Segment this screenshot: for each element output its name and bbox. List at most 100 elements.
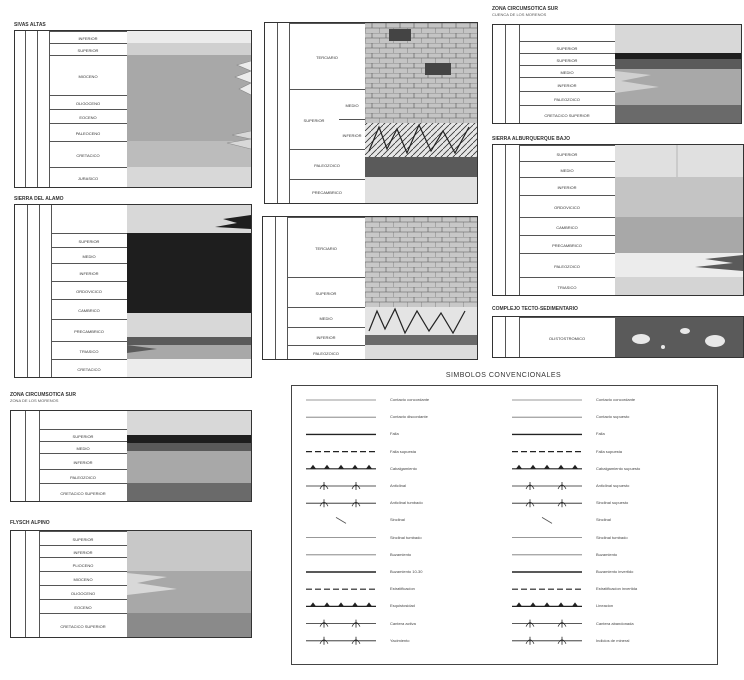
legend-symbol [512, 636, 582, 645]
legend-label: Buzamiento [390, 551, 412, 557]
legend-label: Contacto concordante [596, 397, 636, 402]
unit-label: SUPERIOR [519, 53, 615, 66]
lithology-band [615, 105, 741, 123]
lithology-band [127, 55, 251, 141]
unit-label: EOCENO [49, 109, 127, 124]
unit-label: OLIGOCENO [39, 585, 127, 600]
column-panel-3: ZONA CIRCUMSOTICA SUR ZONA DE LOS MORENO… [10, 392, 252, 502]
panel-title: SIVAS ALTAS [14, 22, 46, 28]
legend-label: Falla [390, 431, 399, 437]
column-panel-1: SIVAS ALTAS INFERIOR SUPERIOR MIOCENO OL… [14, 22, 252, 188]
unit-label: PALEOZOICO [287, 345, 365, 359]
lithology-pattern [365, 217, 477, 359]
unit-label: INFERIOR [51, 263, 127, 282]
lithology-band [127, 167, 251, 187]
system-column [505, 25, 520, 123]
unit-label: PRECAMBRICO [519, 235, 615, 254]
legend-symbol [306, 482, 376, 490]
unit-label: MEDIO [519, 161, 615, 178]
unit-label: SUPERIOR [39, 429, 127, 442]
unit-label: MIOCENO [39, 571, 127, 586]
era-column [493, 317, 506, 357]
legend-label: Buzamiento invertido [596, 569, 634, 574]
legend-label: Contacto concordante [390, 397, 430, 402]
era-column [493, 25, 506, 123]
legend-label: Buzamiento [596, 551, 618, 557]
unit-label: PALEOCENO [49, 123, 127, 142]
panel-title: FLYSCH ALPINO [10, 520, 50, 526]
interfingering-boundary [676, 145, 743, 271]
legend-label: Esquistosidad [390, 603, 415, 609]
lithology-band [127, 435, 251, 443]
stratigraphic-column: OLISTOSTROMICO [492, 316, 744, 358]
system-column [25, 411, 40, 501]
interfingering-boundary [127, 573, 177, 595]
unit-label: MIOCENO [49, 55, 127, 96]
stratigraphic-column: SUPERIOR MEDIO INFERIOR PALEOZOICO CRETA… [10, 410, 252, 502]
lithology-band [127, 613, 251, 637]
unit-label: PLIOCENO [39, 557, 127, 572]
panel-subtitle: CUENCA DE LOS MORENOS [492, 12, 547, 17]
panel-title: ZONA CIRCUMSOTICA SUR [10, 392, 77, 398]
unit-label: MEDIO [519, 65, 615, 78]
lithology-band [127, 31, 251, 43]
unit-label: EOCENO [39, 599, 127, 614]
lithology-band [127, 141, 251, 167]
unit-label: SUPERIOR [49, 43, 127, 56]
legend-symbol [306, 602, 376, 607]
legend-symbols [306, 399, 582, 645]
unit-label: INFERIOR [39, 453, 127, 470]
legend-title: SIMBOLOS CONVENCIONALES [445, 372, 562, 379]
lithology-band [615, 177, 743, 217]
column-panel-9: COMPLEJO TECTO-SEDIMENTARIO OLISTOSTROMI… [492, 306, 744, 358]
legend-symbol [306, 464, 376, 470]
era-column [11, 411, 26, 501]
unit-label: INFERIOR [519, 77, 615, 92]
unit-label: PALEOZOICO [519, 91, 615, 106]
system-column [275, 217, 288, 359]
lithology-band [615, 53, 741, 59]
legend-label: Falla [596, 431, 605, 437]
system-column [25, 31, 38, 187]
system-column [505, 145, 520, 295]
era-column [11, 531, 26, 637]
unit-label: TRIASICO [51, 341, 127, 360]
legend-label: Cabalgamiento [390, 465, 417, 471]
unit-label: ORDOVICICO [51, 281, 127, 300]
lithology-band [127, 451, 251, 483]
lithology-band [127, 443, 251, 451]
legend-label: Falla supuesta [596, 448, 623, 454]
interfingering-boundary [127, 215, 251, 353]
legend-label: Cabalgamiento supuesto [596, 465, 641, 471]
lithology-pattern [365, 23, 477, 203]
stratigraphic-column: TERCIARIO SUPERIOR MEDIO INFERIOR PALEOZ… [264, 22, 478, 204]
legend-label: Sinclinal [596, 517, 611, 523]
stratigraphic-column: SUPERIOR INFERIOR PLIOCENO MIOCENO OLIGO… [10, 530, 252, 638]
unit-label: OLIGOCENO [49, 95, 127, 110]
unit-label: TRIASICO [519, 277, 615, 295]
legend-label: Anticlinal tumbado [390, 500, 423, 506]
unit-label: PALEOZOICO [39, 469, 127, 484]
legend-label: Falla supuesta [390, 448, 417, 454]
legend-label: Cantera activa [390, 620, 416, 626]
legend-label: Sinclinal [390, 517, 405, 523]
unit-label: MEDIO [287, 307, 365, 328]
system-column [25, 531, 40, 637]
unit-label: CAMBRICO [519, 217, 615, 236]
unit-label: MEDIO [39, 441, 127, 454]
lithology-band [127, 483, 251, 501]
unit-label: CRETACICO SUPERIOR [39, 613, 127, 637]
column-panel-4: FLYSCH ALPINO SUPERIOR INFERIOR PLIOCENO… [10, 520, 252, 640]
legend-symbol [541, 517, 553, 524]
unit-label: INFERIOR [287, 327, 365, 346]
unit-label: CRETACICO [49, 141, 127, 168]
column-panel-6: TERCIARIO SUPERIOR MEDIO INFERIOR PALEOZ… [262, 212, 478, 362]
panel-title: COMPLEJO TECTO-SEDIMENTARIO [492, 306, 578, 312]
unit-label: TERCIARIO [289, 23, 365, 90]
unit-label: CRETACICO [51, 359, 127, 377]
panel-title: ZONA CIRCUMSOTICA SUR [492, 6, 559, 12]
legend-label: Lineacion [596, 603, 614, 609]
unit-label: MEDIO [339, 89, 365, 120]
unit-label: PALEOZOICO [519, 253, 615, 278]
